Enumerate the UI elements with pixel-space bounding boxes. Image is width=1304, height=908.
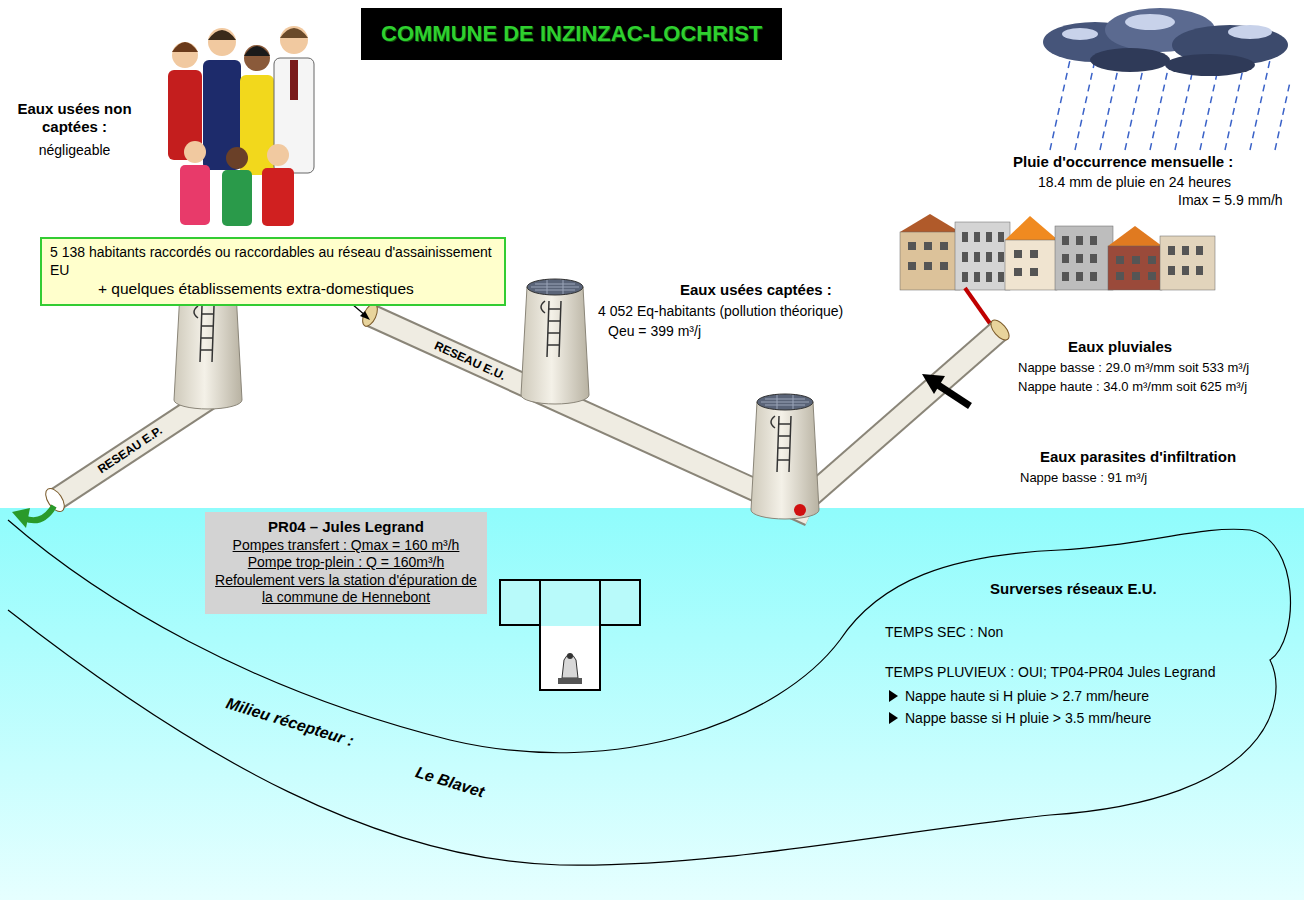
town-buildings xyxy=(900,214,1215,290)
river-outline xyxy=(8,520,1290,865)
annotation-text: TEMPS PLUVIEUX : OUI; TP04-PR04 Jules Le… xyxy=(885,664,1215,681)
pumping-station-box: PR04 – Jules LegrandPompes transfert : Q… xyxy=(205,512,487,614)
annotation-text: Nappe basse : 91 m³/j xyxy=(1020,470,1147,486)
infiltration-arrow xyxy=(938,385,970,406)
annotation-text: RESEAU E.P. xyxy=(93,422,168,479)
annotation-text: Nappe basse si H pluie > 3.5 mm/heure xyxy=(905,710,1151,727)
annotation-text: Nappe basse : 29.0 m³/mm soit 533 m³/j xyxy=(1018,360,1249,376)
water-area xyxy=(0,508,1304,900)
annotation-text: 18.4 mm de pluie en 24 heures xyxy=(1035,174,1234,191)
bullet-arrow xyxy=(889,712,898,724)
annotation-text: TEMPS SEC : Non xyxy=(885,624,1003,641)
annotation-text: Nappe haute si H pluie > 2.7 mm/heure xyxy=(905,688,1149,705)
annotation-text: 4 052 Eq-habitants (pollution théorique) xyxy=(598,303,843,320)
annotation-text: négligeable xyxy=(12,142,137,159)
box-text: Pompe trop-plein : Q = 160m³/h xyxy=(213,554,479,572)
junction-dot xyxy=(794,504,806,516)
title-text: COMMUNE DE INZINZAC-LOCHRIST xyxy=(381,21,762,47)
annotation-text: Eaux usées captées : xyxy=(680,281,832,299)
population-picture xyxy=(168,26,314,226)
annotation-text: Milieu récepteur : xyxy=(224,693,356,750)
annotation-text: Eaux pluviales xyxy=(1068,338,1172,356)
leader-arrowhead xyxy=(360,311,370,320)
pump-station xyxy=(500,580,640,690)
box-text: Pompes transfert : Qmax = 160 m³/h xyxy=(213,537,479,555)
annotation-text: Pluie d'occurrence mensuelle : xyxy=(1010,153,1236,171)
annotation-text: Le Blavet xyxy=(413,762,487,801)
title-box: COMMUNE DE INZINZAC-LOCHRIST xyxy=(361,8,782,60)
outlet-arrowhead xyxy=(12,508,30,528)
annotation-text: RESEAU E.U. xyxy=(429,337,510,384)
manhole xyxy=(521,279,589,404)
annotation-text: Nappe haute : 34.0 m³/mm soit 625 m³/j xyxy=(1018,379,1247,395)
box-text: Refoulement vers la station d'épuration … xyxy=(213,572,479,607)
rain-clouds xyxy=(1043,8,1290,150)
annotation-text: Eaux usées non captées : xyxy=(12,100,137,136)
box-text: + quelques établissements extra-domestiq… xyxy=(50,279,496,298)
annotation-text: Imax = 5.9 mm/h xyxy=(1175,192,1286,209)
box-text: PR04 – Jules Legrand xyxy=(213,518,479,537)
box-text: 5 138 habitants raccordés ou raccordable… xyxy=(50,244,496,279)
annotation-text: Eaux parasites d'infiltration xyxy=(1040,448,1236,466)
infiltration-arrowhead xyxy=(922,374,945,394)
annotation-text: Qeu = 399 m³/j xyxy=(608,323,701,340)
annotation-text: Surverses réseaux E.U. xyxy=(990,580,1157,598)
bullet-arrow xyxy=(889,690,898,702)
population-box: 5 138 habitants raccordés ou raccordable… xyxy=(40,237,506,306)
manhole xyxy=(751,394,819,519)
